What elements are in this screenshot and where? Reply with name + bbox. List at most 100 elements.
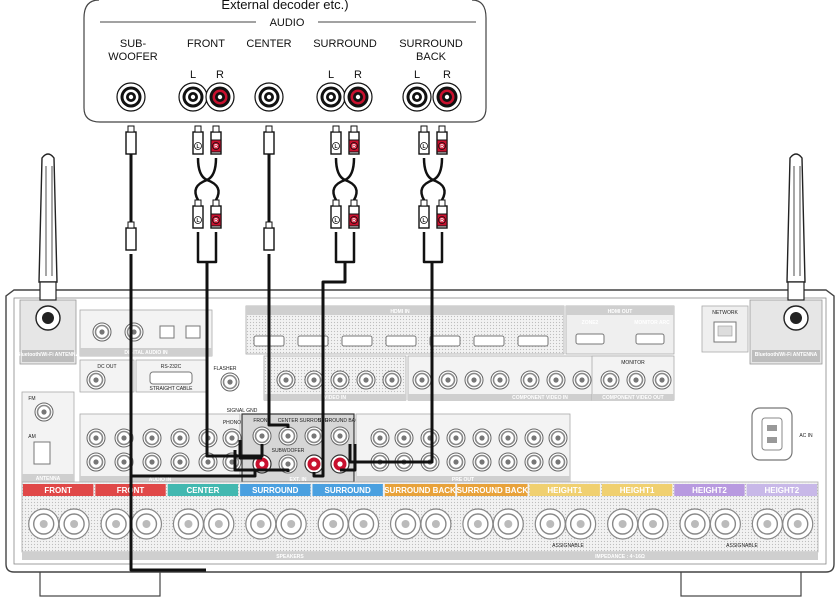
speaker-band-label: HEIGHT2 [692,486,727,495]
ext-in-channel-label: SURROUND [300,418,329,424]
receiver-foot-right [680,569,802,597]
rca-output-jack[interactable] [402,82,432,112]
plug-letter-right: R [214,144,218,150]
speaker-band-label: SURROUND BACK [384,486,456,495]
rs232c-label: RS-232C [161,364,182,370]
antenna-label-right: Bluetooth/Wi-Fi ANTENNA [755,352,818,358]
speaker-terminal-band: SURROUND [312,484,383,540]
am-label: AM [28,434,36,440]
video-jack [438,370,458,390]
plug-letter-right: R [214,218,218,224]
dc-out-label: DC OUT [97,364,116,370]
assignable-label-1: ASSIGNABLE [552,543,584,549]
audio-label: AUDIO [270,17,305,29]
ext-in-title: EXT. IN [290,477,307,483]
decoder-group-label: CENTER [246,38,291,50]
audio-in-jack [142,452,162,472]
rca-plug: R [210,199,222,229]
component-in-label: COMPONENT VIDEO IN [512,395,568,401]
video-jack [412,370,432,390]
monitor-label: MONITOR [621,360,645,366]
ext-in-jack[interactable] [252,426,272,446]
speaker-binding-post [637,508,669,540]
ext-in-jack[interactable] [278,426,298,446]
channel-right-label: R [354,69,362,81]
rca-plug: R [348,125,360,155]
speaker-binding-post [492,508,524,540]
pre-out-jack [394,428,414,448]
speaker-binding-post [389,508,422,540]
pre-out-section [355,413,571,483]
pre-out-jack [472,452,492,472]
rca-output-jack[interactable] [316,82,346,112]
channel-right-label: R [216,69,224,81]
antenna-label-left: Bluetooth/Wi-Fi ANTENNA [17,352,80,358]
pre-out-jack [472,428,492,448]
rca-plug [263,221,275,251]
speaker-terminal-band: FRONT [23,484,94,540]
ext-in-channel-label: CENTER [278,418,299,424]
antenna-left [35,153,61,331]
speaker-binding-post [100,508,132,540]
pre-out-jack [446,452,466,472]
pre-out-jack [446,428,466,448]
flasher-label: FLASHER [213,366,236,372]
speaker-binding-post [130,508,163,540]
speaker-binding-post [58,508,90,540]
channel-left-label: L [328,69,334,81]
plug-letter-right: R [440,218,444,224]
speaker-binding-post [709,508,742,540]
speaker-band-label: SURROUND [325,486,371,495]
rca-output-jack[interactable] [116,82,146,112]
rca-plug: L [192,125,204,155]
audio-in-jack [222,428,242,448]
plug-letter-right: R [352,144,356,150]
hdmi-in-port [297,335,329,347]
pre-out-jack [498,428,518,448]
speaker-terminal-band: SURROUND [240,484,311,540]
speaker-band-label: SURROUND BACK [457,486,529,495]
plug-letter-left: L [196,218,199,224]
decoder-group-label: SURROUND [313,38,377,50]
hdmi-in-label: HDMI IN [390,309,410,315]
video-in-label: VIDEO IN [324,395,346,401]
video-jack [600,370,620,390]
receiver-foot-left [39,569,161,597]
component-out-label: COMPONENT VIDEO OUT [602,395,663,401]
ext-in-jack[interactable] [330,426,350,446]
speaker-band-label: HEIGHT1 [547,486,582,495]
ext-in-jack-red[interactable] [304,454,324,474]
speakers-label: SPEAKERS [276,554,304,560]
rca-output-jack-red[interactable] [343,82,373,112]
ext-in-jack[interactable] [304,426,324,446]
rca-plug: R [348,199,360,229]
hdmi-in-port [429,335,461,347]
channel-right-label: R [443,69,451,81]
rca-plug [263,125,275,155]
rca-output-jack-red[interactable] [432,82,462,112]
video-jack [520,370,540,390]
decoder-group-label: SUB- [120,38,147,50]
video-jack [304,370,324,390]
rca-output-jack-red[interactable] [205,82,235,112]
signal-gnd-label: SIGNAL GND [227,408,258,414]
plug-letter-left: L [196,144,199,150]
rca-output-jack[interactable] [178,82,208,112]
hdmi-in-port [473,335,505,347]
speaker-band-label: CENTER [186,486,219,495]
video-jack [546,370,566,390]
ext-in-channel-label: SURROUND BACK [318,418,363,424]
monitor-arc-label: MONITOR ARC [634,320,670,326]
pre-out-jack [524,452,544,472]
decoder-group-label-2: BACK [416,51,447,63]
plug-letter-left: L [422,144,425,150]
phono-label: PHONO [223,420,241,426]
audio-in-jack [170,452,190,472]
channel-left-label: L [414,69,420,81]
rca-output-jack[interactable] [254,82,284,112]
speaker-binding-post [28,508,60,540]
rca-plug: R [436,199,448,229]
av-receiver-rear-panel: Bluetooth/Wi-Fi ANTENNA Bluetooth/Wi-Fi … [5,289,835,597]
